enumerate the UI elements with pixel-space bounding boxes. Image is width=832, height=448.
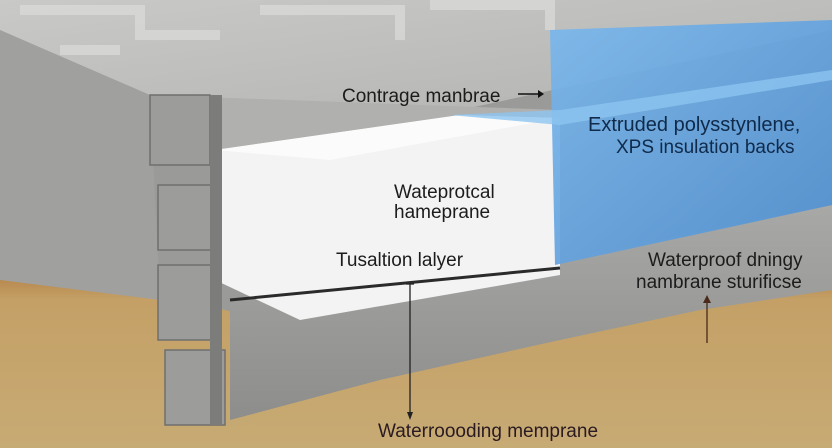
label-wateprotcal-2: hameprane: [394, 202, 491, 223]
upper-concrete-band: [150, 95, 560, 150]
label-wateprotcal-1: Wateprotcal: [394, 182, 495, 203]
left-concrete-face: [0, 30, 160, 300]
arrow-right-icon: [518, 90, 544, 98]
label-waterproof-1: Waterproof dningy: [648, 250, 803, 271]
label-tusaltion: Tusaltion lalyer: [336, 250, 464, 271]
lower-concrete-slab: [230, 205, 832, 420]
arrow-up-icon: [703, 295, 711, 343]
label-extruded-1: Extruded polysstynlene,: [588, 114, 801, 136]
label-extruded-2: XPS insulation backs: [616, 137, 795, 158]
label-waterproof-2: nambrane sturificse: [636, 272, 802, 293]
white-insulation-block: [215, 115, 560, 320]
label-bottom-membrane: Waterroooding memprane: [378, 421, 599, 442]
label-contrage: Contrage manbrae: [342, 86, 501, 107]
arrow-line-icon: [406, 283, 414, 420]
stacked-blocks: [149, 94, 226, 426]
